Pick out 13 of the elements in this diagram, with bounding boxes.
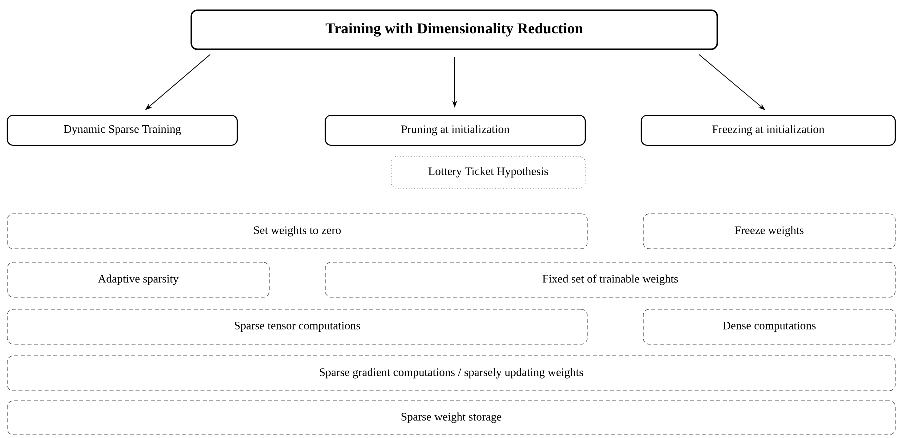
property-box: Sparse tensor computations <box>7 309 588 345</box>
property-box: Fixed set of trainable weights <box>325 262 896 298</box>
category-box: Dynamic Sparse Training <box>6 114 238 146</box>
title-box: Training with Dimensionality Reduction <box>190 10 718 50</box>
property-box: Dense computations <box>643 309 896 345</box>
category-box: Pruning at initialization <box>324 114 586 146</box>
property-box: Sparse gradient computations / sparsely updating weights <box>7 356 896 392</box>
category-box: Freezing at initialization <box>640 114 896 146</box>
property-box: Adaptive sparsity <box>7 262 270 298</box>
note-box: Lottery Ticket Hypothesis <box>391 156 586 189</box>
property-box: Set weights to zero <box>7 214 588 250</box>
property-box: Freeze weights <box>643 214 896 250</box>
property-box: Sparse weight storage <box>7 400 896 436</box>
